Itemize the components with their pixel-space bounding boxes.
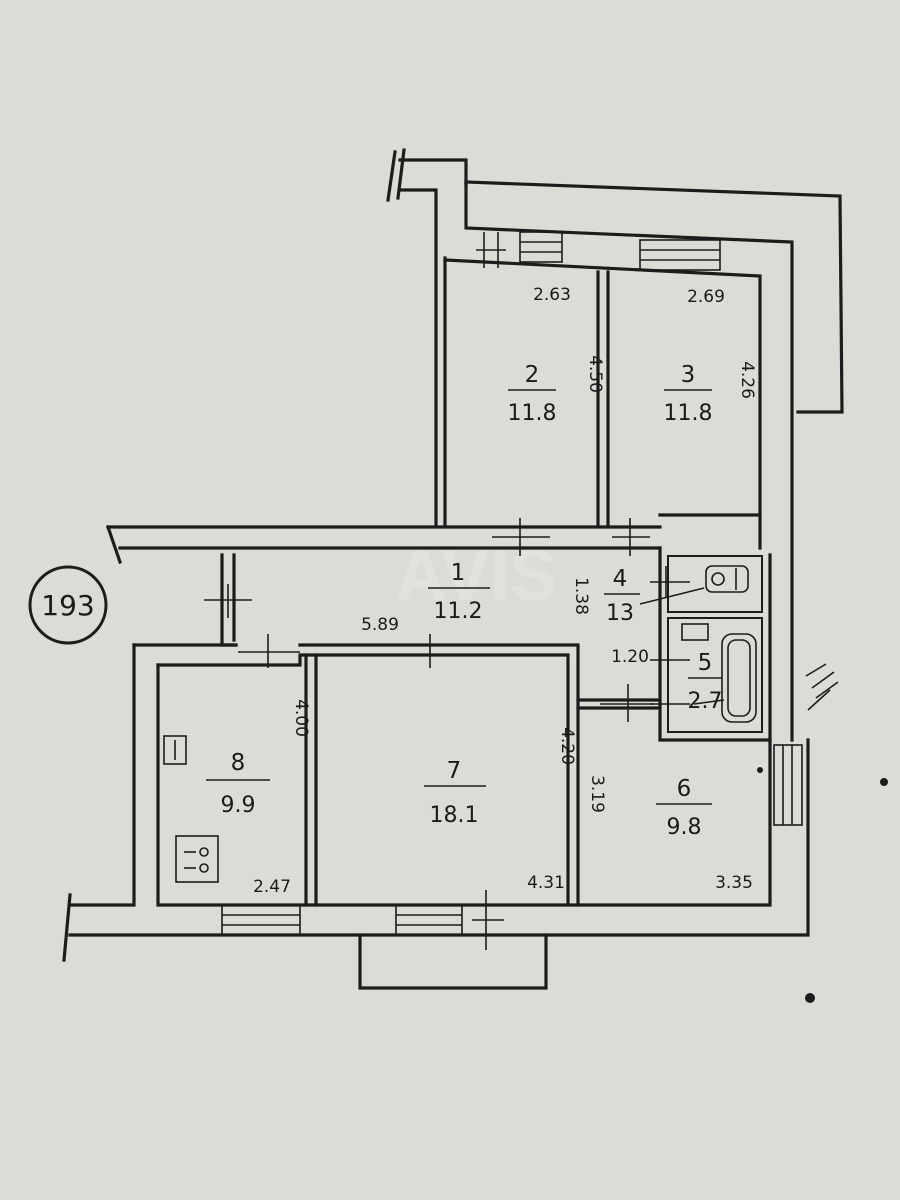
apartment-number-circle bbox=[28, 565, 108, 645]
dim-room8-width: 2.47 bbox=[253, 877, 291, 897]
room-area: 11.2 bbox=[434, 599, 483, 624]
door-upper-left bbox=[476, 232, 506, 268]
dim-room2-width: 2.63 bbox=[533, 285, 571, 305]
toilet-icon bbox=[705, 565, 749, 593]
sink-icon bbox=[681, 623, 709, 641]
room-area: 11.8 bbox=[508, 401, 557, 426]
dim-room2-depth: 4.50 bbox=[585, 355, 605, 393]
room-number: 3 bbox=[681, 362, 696, 388]
dim-room6-width: 3.35 bbox=[715, 873, 753, 893]
bathtub-icon bbox=[721, 633, 757, 723]
apartment-number-badge: 193 bbox=[28, 565, 108, 645]
room-number: 1 bbox=[451, 560, 466, 586]
dim-room7-depth: 4.20 bbox=[557, 727, 577, 765]
bath-pointer bbox=[639, 587, 725, 705]
dim-room8-depth: 4.00 bbox=[291, 699, 311, 737]
apartment-number: 193 bbox=[41, 589, 94, 622]
windows bbox=[221, 231, 803, 936]
room-2-label: 2 11.8 bbox=[508, 362, 557, 426]
door-bath bbox=[650, 659, 690, 705]
room-number: 8 bbox=[231, 750, 246, 776]
room-number: 7 bbox=[447, 758, 462, 784]
room-area: 18.1 bbox=[430, 803, 479, 828]
window-room3 bbox=[639, 239, 721, 271]
room-8-label: 8 9.9 bbox=[206, 750, 270, 818]
door-balcony bbox=[472, 890, 504, 950]
wall-top-break bbox=[386, 150, 397, 202]
room-6-label: 6 9.8 bbox=[656, 776, 712, 840]
dimension-labels: 2.63 2.69 4.50 4.26 5.89 1.38 1.20 4.00 … bbox=[253, 285, 757, 897]
room-1-label: 1 11.2 bbox=[428, 560, 490, 624]
door-room2 bbox=[492, 518, 550, 556]
room-area: 2.7 bbox=[688, 689, 723, 714]
room-number: 4 bbox=[613, 566, 628, 592]
door-marks bbox=[204, 232, 690, 950]
room-area: 13 bbox=[606, 601, 634, 626]
dim-room7-width: 4.31 bbox=[527, 873, 565, 893]
wall-lower-outer bbox=[68, 643, 136, 907]
window-room8 bbox=[221, 904, 301, 936]
dim-hall-depth: 1.38 bbox=[571, 577, 591, 615]
door-room3 bbox=[612, 518, 650, 556]
room-area: 9.8 bbox=[667, 815, 702, 840]
dim-hall-length: 5.89 bbox=[361, 615, 399, 635]
wall-left-break bbox=[62, 893, 72, 962]
fixtures bbox=[163, 565, 839, 883]
room-labels: 2 11.8 3 11.8 1 11.2 4 13 5 2.7 bbox=[206, 362, 723, 840]
wall-bath-inner-2 bbox=[667, 617, 763, 733]
dim-room3-depth: 4.26 bbox=[737, 361, 757, 399]
wall-upper-inner-top bbox=[443, 258, 762, 517]
room-number: 6 bbox=[677, 776, 692, 802]
wall-room6-top bbox=[576, 698, 662, 710]
ink-specks bbox=[757, 767, 888, 1003]
door-room8 bbox=[238, 634, 300, 668]
wall-lower-inner bbox=[156, 663, 772, 907]
walls bbox=[62, 148, 844, 990]
room-number: 2 bbox=[525, 362, 540, 388]
room-area: 11.8 bbox=[664, 401, 713, 426]
door-wc bbox=[650, 566, 690, 598]
window-room7 bbox=[395, 904, 463, 936]
wall-room3-bottom bbox=[658, 513, 762, 550]
window-room2 bbox=[519, 231, 563, 263]
room-4-label: 4 13 bbox=[604, 566, 640, 626]
dim-wc-width: 1.20 bbox=[611, 647, 649, 667]
balcony bbox=[358, 933, 548, 990]
stair-right-marks bbox=[805, 663, 839, 711]
room-area: 9.9 bbox=[221, 793, 256, 818]
stove-icon bbox=[175, 835, 219, 883]
door-entrance bbox=[204, 584, 252, 618]
wall-lower-top bbox=[132, 643, 580, 907]
room-7-label: 7 18.1 bbox=[424, 758, 486, 828]
wall-lower-bottom bbox=[68, 738, 810, 937]
wall-bath-block bbox=[658, 546, 772, 742]
door-room6 bbox=[600, 684, 654, 722]
wall-bath-inner bbox=[667, 555, 763, 613]
room-5-label: 5 2.7 bbox=[688, 650, 723, 714]
dim-room6-depth: 3.19 bbox=[587, 775, 607, 813]
wall-corridor-left-cap bbox=[105, 524, 123, 565]
room-3-label: 3 11.8 bbox=[664, 362, 713, 426]
kitchen-sink-icon bbox=[163, 735, 187, 765]
wall-lower-top-2 bbox=[156, 653, 570, 907]
wall-top-stub bbox=[398, 158, 468, 187]
room-number: 5 bbox=[698, 650, 713, 676]
wall-upper-exterior bbox=[464, 180, 844, 414]
window-room6 bbox=[773, 744, 803, 826]
wall-upper-exterior-inner bbox=[464, 180, 794, 742]
wall-top-stub-2 bbox=[398, 188, 438, 527]
dim-room3-width: 2.69 bbox=[687, 287, 725, 307]
